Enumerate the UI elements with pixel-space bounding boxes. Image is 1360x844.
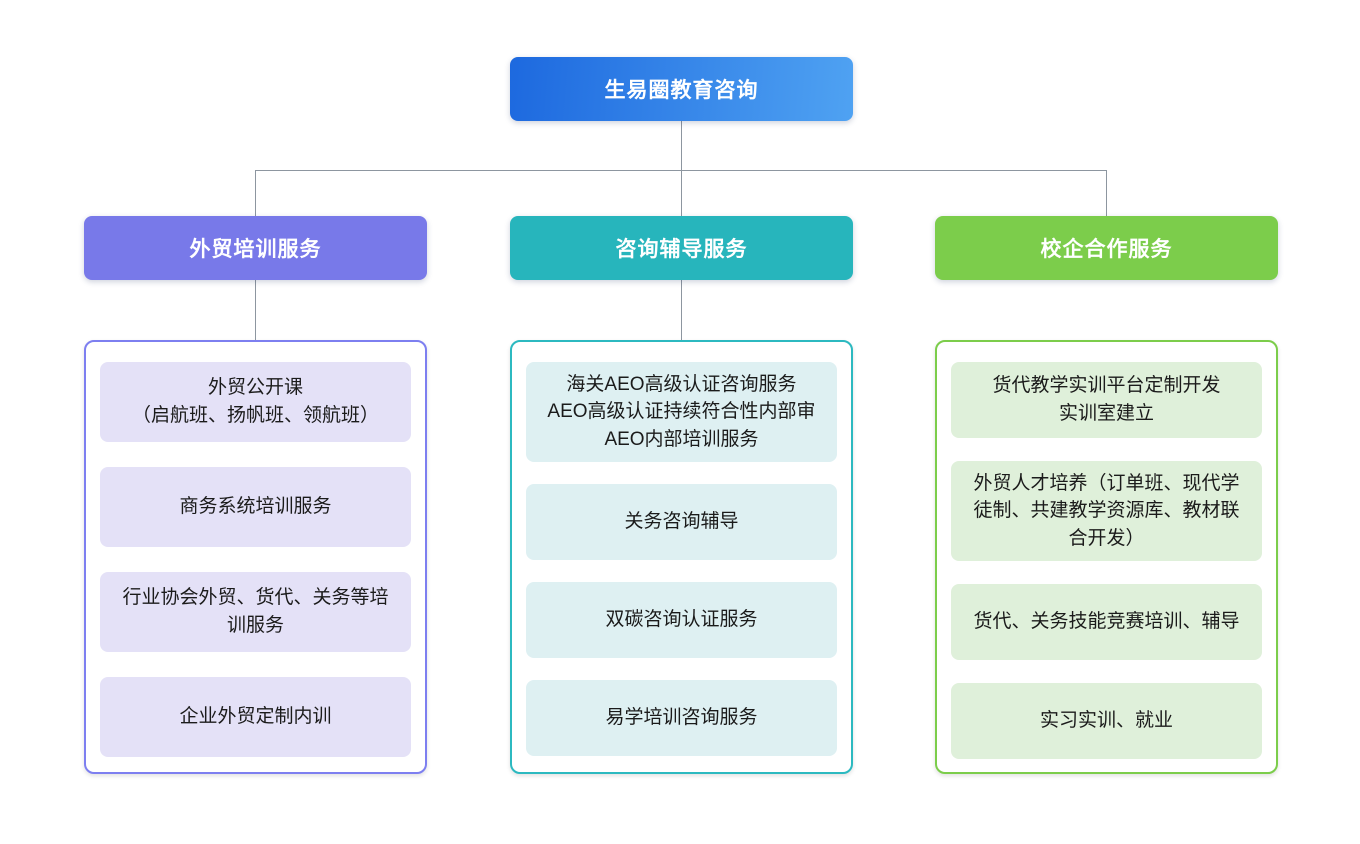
connector-root-stem: [681, 121, 682, 170]
leaf-node-text: 易学培训咨询服务: [605, 707, 758, 729]
leaf-node-text: 关务咨询辅导: [624, 511, 739, 533]
branch-panel-trade-training: 外贸公开课 （启航班、扬帆班、领航班） 商务系统培训服务 行业协会外贸、货代、关…: [84, 340, 427, 774]
leaf-node: 货代教学实训平台定制开发 实训室建立: [951, 362, 1262, 438]
leaf-node: 货代、关务技能竞赛培训、辅导: [951, 584, 1262, 660]
branch-header-label: 外贸培训服务: [189, 238, 322, 261]
leaf-node-text: 外贸人才培养（订单班、现代学徒制、共建教学资源库、教材联合开发）: [973, 472, 1240, 549]
leaf-node-text: （启航班、扬帆班、领航班）: [131, 405, 379, 426]
leaf-node: 企业外贸定制内训: [100, 677, 411, 757]
leaf-node-text: 海关AEO高级认证咨询服务: [566, 373, 797, 395]
leaf-node: 双碳咨询认证服务: [526, 582, 837, 658]
branch-header-label: 咨询辅导服务: [615, 238, 748, 261]
leaf-node: 外贸人才培养（订单班、现代学徒制、共建教学资源库、教材联合开发）: [951, 461, 1262, 561]
leaf-node: 外贸公开课 （启航班、扬帆班、领航班）: [100, 362, 411, 442]
leaf-node-text: 商务系统培训服务: [179, 496, 332, 518]
leaf-node: 易学培训咨询服务: [526, 680, 837, 756]
leaf-node-text: 行业协会外贸、货代、关务等培训服务: [122, 587, 389, 636]
root-node: 生易圈教育咨询: [510, 57, 853, 121]
leaf-node-text: AEO高级认证持续符合性内部审: [547, 401, 816, 423]
root-node-label: 生易圈教育咨询: [604, 79, 759, 102]
leaf-node: 行业协会外贸、货代、关务等培训服务: [100, 572, 411, 652]
leaf-node: 实习实训、就业: [951, 683, 1262, 759]
leaf-node-text: 实训室建立: [1058, 403, 1154, 424]
branch-header-trade-training: 外贸培训服务: [84, 216, 427, 280]
leaf-node: 商务系统培训服务: [100, 467, 411, 547]
branch-header-label: 校企合作服务: [1040, 238, 1173, 261]
leaf-node-text: 外贸公开课: [207, 377, 303, 399]
connector-header-to-panel-1: [255, 280, 256, 340]
connector-drop-branch-3: [1106, 170, 1107, 216]
branch-panel-consulting: 海关AEO高级认证咨询服务 AEO高级认证持续符合性内部审 AEO内部培训服务 …: [510, 340, 853, 774]
leaf-node-text: 企业外贸定制内训: [179, 706, 332, 728]
leaf-node-text: 货代教学实训平台定制开发: [992, 375, 1221, 397]
connector-drop-branch-2: [681, 170, 682, 216]
connector-header-to-panel-2: [681, 280, 682, 340]
leaf-node: 海关AEO高级认证咨询服务 AEO高级认证持续符合性内部审 AEO内部培训服务: [526, 362, 837, 462]
leaf-node-text: 货代、关务技能竞赛培训、辅导: [973, 611, 1240, 633]
connector-drop-branch-1: [255, 170, 256, 216]
leaf-node-text: 实习实训、就业: [1039, 710, 1173, 732]
leaf-node-text: 双碳咨询认证服务: [605, 609, 758, 631]
branch-header-school-enterprise: 校企合作服务: [935, 216, 1278, 280]
branch-header-consulting: 咨询辅导服务: [510, 216, 853, 280]
leaf-node-text: AEO内部培训服务: [604, 428, 759, 450]
leaf-node: 关务咨询辅导: [526, 484, 837, 560]
branch-panel-school-enterprise: 货代教学实训平台定制开发 实训室建立 外贸人才培养（订单班、现代学徒制、共建教学…: [935, 340, 1278, 774]
